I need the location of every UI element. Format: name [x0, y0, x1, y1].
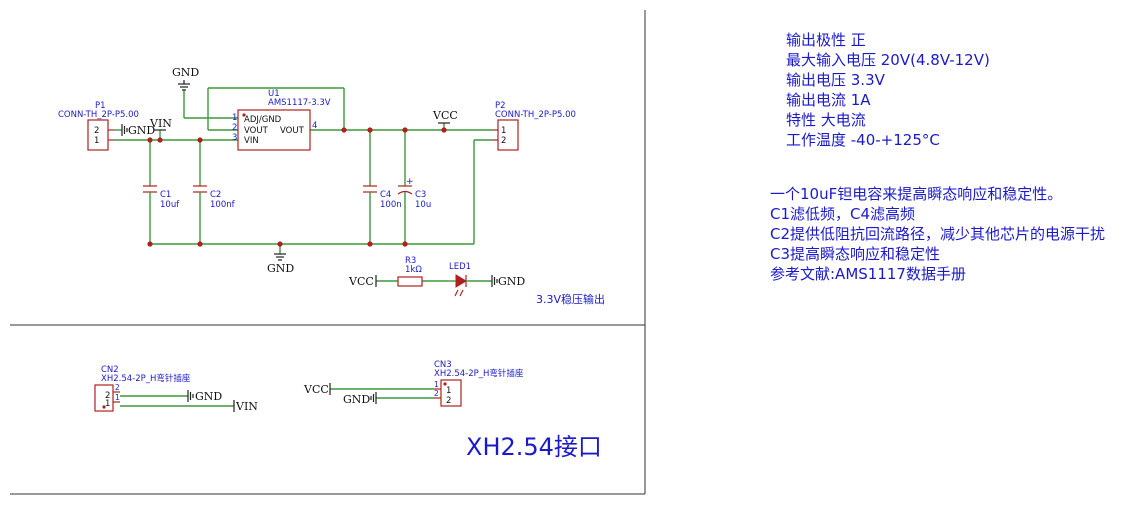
- gnd-symbol-led: GND: [491, 275, 525, 288]
- c3-value: 10u: [415, 200, 431, 210]
- vin-flag-top: VIN: [149, 117, 172, 131]
- vcc-label-cn3: VCC: [303, 383, 329, 396]
- u1-pin3-number: 3: [232, 133, 237, 143]
- p2-pin1-number: 1: [501, 126, 506, 136]
- vcc-label-led: VCC: [348, 275, 374, 288]
- cn3-ref: CN3: [434, 360, 452, 370]
- explanation-line-5: 参考文献:AMS1117数据手册: [770, 265, 966, 283]
- led-led1: LED1: [448, 262, 471, 297]
- c2-value: 100nf: [210, 200, 236, 210]
- p1-pin1-number: 1: [94, 136, 99, 146]
- vin-label-top: VIN: [149, 117, 172, 130]
- spec-line-6: 工作温度 -40-+125°C: [786, 131, 940, 149]
- cn3-value: XH2.54-2P_H弯针插座: [434, 368, 524, 379]
- u1-pin-vout-right: VOUT: [280, 126, 305, 136]
- r3-ref: R3: [405, 256, 416, 266]
- p1-ref: P1: [95, 101, 106, 111]
- connector-cn3: CN3 XH2.54-2P_H弯针插座 1 2 1 2: [330, 360, 524, 407]
- vcc-label-top: VCC: [432, 109, 458, 122]
- c3-plus: +: [406, 177, 414, 187]
- regulator-wires: [114, 87, 492, 282]
- c3-ref: C3: [415, 190, 426, 200]
- led1-ref: LED1: [449, 262, 471, 272]
- connector-cn2: CN2 XH2.54-2P_H弯针插座 2 1 2 1: [94, 365, 234, 412]
- connector-p2: P2 CONN-TH_2P-P5.00 1 2: [492, 101, 576, 151]
- gnd-label-cn2: GND: [195, 390, 222, 403]
- section-label-regulator: 3.3V稳压输出: [536, 292, 605, 306]
- gnd-symbol-cn2: GND: [187, 390, 222, 403]
- regulator-u1: U1 AMS1117-3.3V ADJ/GND VOUT VIN VOUT 1 …: [232, 89, 331, 151]
- u1-pin4-number: 4: [312, 121, 317, 131]
- u1-pin2-number: 2: [232, 123, 237, 133]
- svg-text:2: 2: [434, 389, 439, 398]
- cn2-pin2-number: 2: [105, 391, 110, 401]
- gnd-label-top: GND: [172, 66, 199, 79]
- spec-line-3: 输出电压 3.3V: [786, 71, 886, 89]
- c1-ref: C1: [160, 190, 171, 200]
- svg-text:2: 2: [115, 383, 120, 392]
- p2-pin2-number: 2: [501, 136, 506, 146]
- sheet-frame: [10, 10, 646, 495]
- capacitor-c4: C4 100n: [363, 185, 402, 210]
- vin-label-cn2: VIN: [235, 400, 258, 413]
- vcc-flag-cn3: VCC: [303, 383, 331, 396]
- explanation-line-1: 一个10uF钽电容来提高瞬态响应和稳定性。: [770, 185, 1062, 203]
- capacitor-c2: C2 100nf: [193, 185, 236, 210]
- spec-line-1: 输出极性 正: [786, 31, 866, 49]
- section-label-connector: XH2.54接口: [466, 433, 602, 461]
- connector-p1: P1 CONN-TH_2P-P5.00 2 1: [58, 101, 139, 151]
- spec-line-2: 最大输入电压 20V(4.8V-12V): [786, 51, 990, 69]
- p1-value: CONN-TH_2P-P5.00: [58, 110, 139, 120]
- capacitor-c3: + C3 10u: [397, 177, 431, 210]
- gnd-label-led: GND: [498, 275, 525, 288]
- c1-value: 10uf: [160, 200, 180, 210]
- cn2-value: XH2.54-2P_H弯针插座: [101, 373, 191, 384]
- p1-pin2-number: 2: [94, 126, 99, 136]
- spec-line-5: 特性 大电流: [786, 111, 866, 129]
- u1-pin-vout: VOUT: [244, 126, 269, 136]
- gnd-symbol-bottom: GND: [267, 253, 294, 275]
- explanation-notes: 一个10uF钽电容来提高瞬态响应和稳定性。 C1滤低频，C4滤高频 C2提供低阻…: [770, 185, 1105, 283]
- p2-value: CONN-TH_2P-P5.00: [495, 110, 576, 120]
- u1-ref: U1: [268, 89, 280, 99]
- cn3-pin1-number: 1: [446, 386, 451, 396]
- u1-pin-vin: VIN: [244, 136, 259, 146]
- spec-notes: 输出极性 正 最大输入电压 20V(4.8V-12V) 输出电压 3.3V 输出…: [786, 31, 990, 149]
- u1-pin-adj: ADJ/GND: [244, 115, 282, 125]
- gnd-symbol-top: GND: [172, 66, 199, 91]
- vin-flag-cn2: VIN: [233, 400, 258, 413]
- junction-dots: [147, 127, 447, 247]
- cn2-pin1-number: 1: [105, 399, 110, 409]
- p2-ref: P2: [495, 101, 506, 111]
- r3-value: 1kΩ: [405, 265, 422, 275]
- c4-ref: C4: [380, 190, 391, 200]
- gnd-label-cn3: GND: [343, 393, 370, 406]
- c2-ref: C2: [210, 190, 221, 200]
- cn3-pin2-number: 2: [446, 396, 451, 406]
- gnd-symbol-cn3: GND: [343, 392, 377, 406]
- u1-pin1-number: 1: [232, 113, 237, 123]
- explanation-line-4: C3提高瞬态响应和稳定性: [770, 245, 940, 263]
- spec-line-4: 输出电流 1A: [786, 91, 871, 109]
- vcc-flag-led: VCC: [348, 275, 377, 288]
- explanation-line-2: C1滤低频，C4滤高频: [770, 205, 915, 223]
- vcc-flag-top: VCC: [432, 109, 458, 124]
- c4-value: 100n: [380, 200, 402, 210]
- cn2-ref: CN2: [101, 365, 119, 375]
- gnd-label-p1: GND: [128, 124, 155, 137]
- svg-text:1: 1: [434, 380, 439, 389]
- capacitor-c1: C1 10uf: [143, 185, 180, 210]
- resistor-r3: R3 1kΩ: [397, 256, 423, 287]
- u1-value: AMS1117-3.3V: [268, 98, 331, 108]
- explanation-line-3: C2提供低阻抗回流路径，减少其他芯片的电源干扰: [770, 225, 1105, 243]
- gnd-symbol-p1: GND: [121, 124, 155, 137]
- gnd-label-bottom: GND: [267, 262, 294, 275]
- svg-text:1: 1: [115, 393, 120, 402]
